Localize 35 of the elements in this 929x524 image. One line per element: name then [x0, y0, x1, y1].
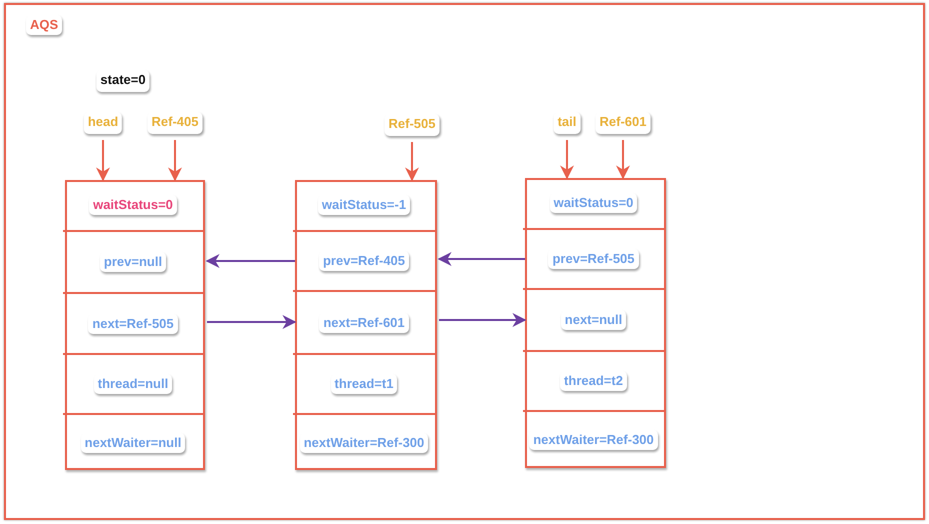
arrow — [438, 252, 525, 266]
field-text: nextWaiter=null — [80, 432, 186, 452]
field-text: nextWaiter=Ref-300 — [300, 432, 428, 452]
arrow — [206, 254, 295, 268]
reference-tag: tail — [554, 112, 580, 134]
arrow — [96, 140, 110, 182]
field-text: prev=Ref-505 — [548, 249, 639, 269]
arrow — [439, 313, 526, 327]
field-text: thread=null — [94, 374, 172, 394]
node-box — [295, 180, 437, 470]
arrow — [560, 140, 574, 180]
field-text: waitStatus=0 — [550, 193, 638, 213]
reference-tag: Ref-505 — [384, 114, 440, 136]
field-text: thread=t1 — [330, 374, 398, 394]
field-text: thread=t2 — [560, 371, 627, 391]
field-text: prev=Ref-405 — [318, 251, 410, 271]
arrow — [616, 140, 630, 180]
node-box — [525, 178, 666, 468]
field-text: next=Ref-505 — [88, 314, 178, 334]
field-text: prev=null — [100, 252, 166, 272]
arrow — [168, 140, 182, 182]
reference-tag: Ref-405 — [148, 112, 202, 134]
field-text: next=Ref-601 — [319, 312, 409, 332]
outer-frame — [4, 3, 925, 520]
node-box — [65, 180, 205, 470]
arrow — [207, 315, 296, 329]
frame-title: AQS — [26, 15, 62, 35]
field-text: next=null — [560, 310, 626, 330]
state-label: state=0 — [96, 70, 150, 92]
field-text: waitStatus=0 — [89, 195, 177, 215]
field-text: waitStatus=-1 — [318, 195, 410, 215]
reference-tag: head — [84, 112, 122, 134]
field-text: nextWaiter=Ref-300 — [529, 430, 658, 450]
arrow — [405, 142, 419, 182]
reference-tag: Ref-601 — [596, 112, 650, 134]
